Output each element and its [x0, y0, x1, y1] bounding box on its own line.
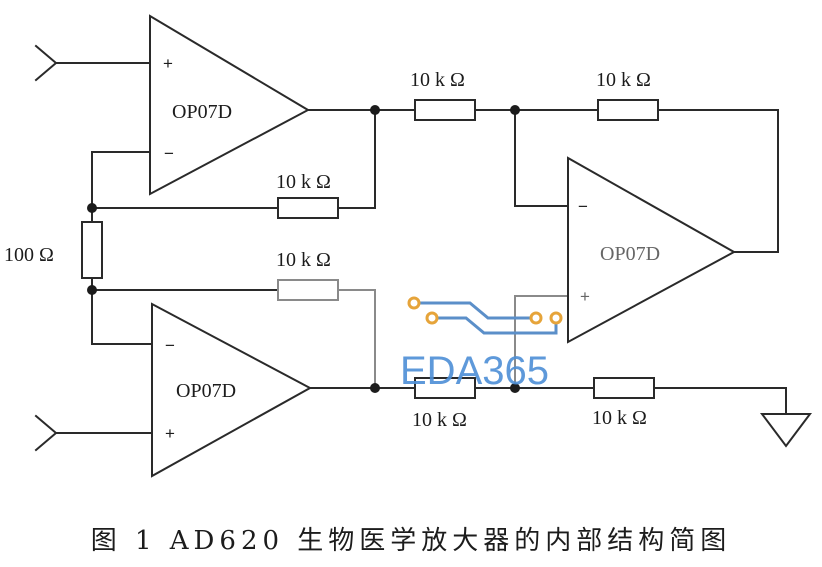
opamp-top-plus: + — [163, 54, 173, 73]
watermark-trace-bottom — [432, 316, 558, 335]
svg-text:10 k Ω: 10 k Ω — [410, 69, 465, 91]
resistor-gain-feedback-top: 10 k Ω — [276, 171, 339, 219]
opamp-top: + − OP07D — [149, 14, 311, 196]
watermark-text: EDA365 — [400, 349, 549, 393]
top-feedback-wire — [91, 109, 376, 209]
opamp-bottom: − + OP07D — [151, 302, 313, 478]
svg-text:100 Ω: 100 Ω — [4, 244, 54, 266]
diff-feedback-wire — [657, 109, 779, 253]
opamp-bottom-minus: − — [165, 336, 175, 355]
bottom-input-terminal — [34, 414, 153, 452]
svg-text:10 k Ω: 10 k Ω — [412, 409, 467, 431]
resistor-diff-input-bottom: 10 k Ω — [412, 377, 476, 431]
resistor-diff-ground: 10 k Ω — [592, 377, 655, 429]
svg-text:10 k Ω: 10 k Ω — [276, 249, 331, 271]
watermark-pad-4 — [549, 311, 563, 325]
junction-gain-top — [87, 203, 97, 213]
resistor-gain-set: 100 Ω — [4, 221, 103, 279]
watermark-pad-1 — [407, 296, 421, 310]
opamp-right-label: OP07D — [600, 243, 660, 265]
circuit-diagram: + − OP07D − + OP07D − + OP07D 10 k Ω 10 … — [4, 14, 812, 478]
junction-gain-bottom — [87, 285, 97, 295]
diff-plus-wire — [514, 295, 569, 389]
bottom-minus-wire — [91, 289, 153, 345]
diff-minus-wire — [514, 109, 569, 207]
junction-diff-plus — [510, 383, 520, 393]
ground-wire — [653, 387, 787, 415]
watermark-logo: EDA365 — [400, 296, 563, 393]
opamp-top-minus: − — [164, 144, 174, 163]
opamp-bottom-label: OP07D — [176, 380, 236, 402]
bottom-feedback-right-wire — [337, 289, 376, 389]
junction-top-output — [370, 105, 380, 115]
opamp-right-plus: + — [580, 287, 590, 306]
figure-caption: 图 1 AD620 生物医学放大器的内部结构简图 — [90, 526, 732, 556]
opamp-right: − + OP07D — [567, 156, 737, 344]
top-minus-wire — [91, 151, 151, 223]
wires — [34, 44, 787, 452]
svg-text:10 k Ω: 10 k Ω — [276, 171, 331, 193]
opamp-bottom-plus: + — [165, 424, 175, 443]
resistor-diff-feedback: 10 k Ω — [596, 69, 659, 121]
svg-text:10 k Ω: 10 k Ω — [596, 69, 651, 91]
watermark-trace-top — [414, 301, 536, 320]
junction-bottom-output — [370, 383, 380, 393]
watermark-pad-2 — [425, 311, 439, 325]
ground-symbol — [760, 413, 812, 448]
junction-diff-minus — [510, 105, 520, 115]
opamp-right-minus: − — [578, 197, 588, 216]
watermark-pad-3 — [529, 311, 543, 325]
resistor-gain-feedback-bottom: 10 k Ω — [276, 249, 339, 301]
opamp-top-label: OP07D — [172, 101, 232, 123]
resistor-diff-input-top: 10 k Ω — [410, 69, 476, 121]
svg-text:10 k Ω: 10 k Ω — [592, 407, 647, 429]
junction-dots — [87, 105, 520, 393]
top-input-terminal — [34, 44, 151, 82]
